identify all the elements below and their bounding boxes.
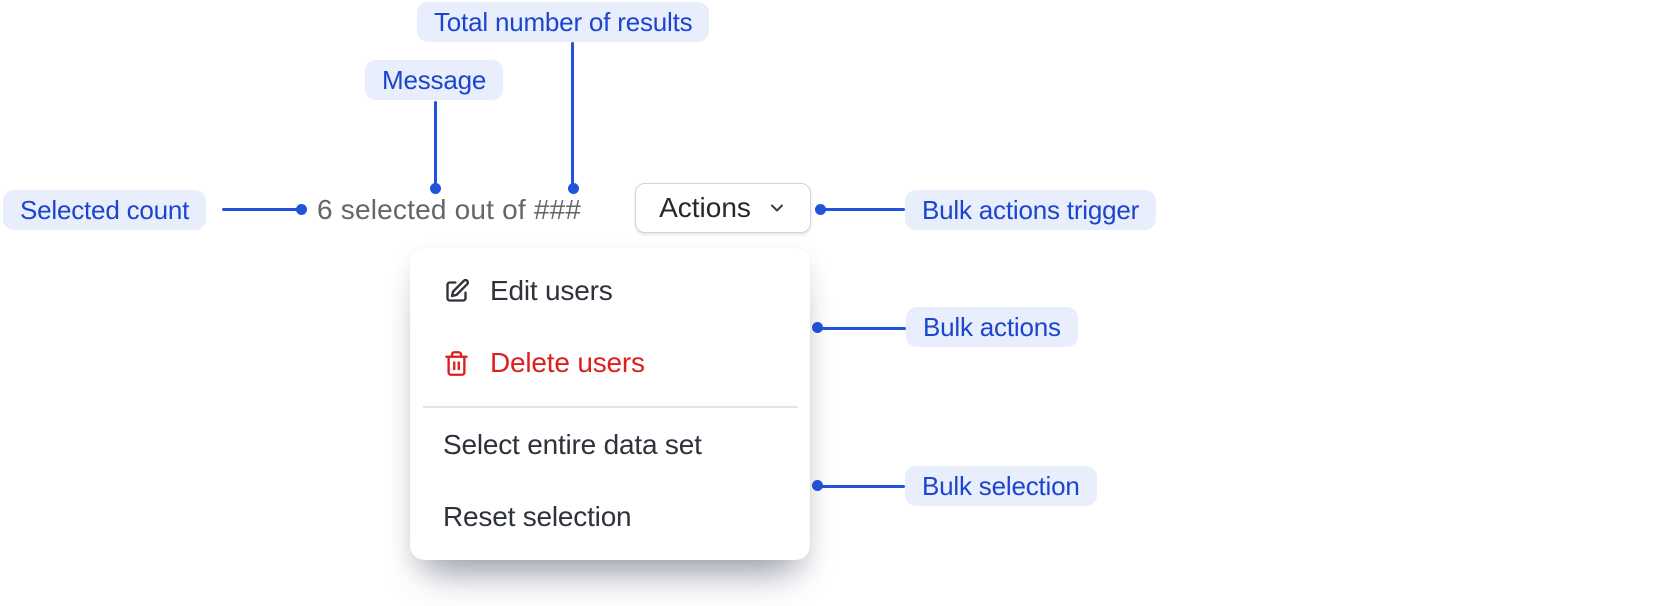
- connector-line-bulk-actions: [820, 327, 906, 330]
- connector-dot-bulk-actions: [812, 322, 823, 333]
- annotation-bulk-actions: Bulk actions: [906, 307, 1078, 347]
- connector-dot-message: [430, 183, 441, 194]
- connector-line-selected-count: [222, 208, 300, 211]
- annotation-bulk-selection: Bulk selection: [905, 466, 1097, 506]
- bulk-actions-menu: Edit users Delete users Select entire da…: [410, 248, 810, 560]
- menu-item-delete-users[interactable]: Delete users: [410, 327, 810, 399]
- connector-line-bulk-selection: [820, 485, 905, 488]
- selection-count-message: 6 selected out of ###: [317, 194, 582, 225]
- actions-button-label: Actions: [659, 192, 751, 223]
- trash-icon: [443, 350, 470, 377]
- menu-item-label: Edit users: [490, 275, 613, 306]
- menu-item-label: Select entire data set: [443, 429, 702, 460]
- connector-dot-total-results: [568, 183, 579, 194]
- annotation-bulk-actions-trigger: Bulk actions trigger: [905, 190, 1157, 230]
- menu-item-label: Delete users: [490, 347, 645, 378]
- bulk-actions-trigger-button[interactable]: Actions: [635, 183, 811, 233]
- connector-dot-selected-count: [296, 204, 307, 215]
- menu-item-select-entire-data-set[interactable]: Select entire data set: [410, 409, 810, 481]
- menu-item-label: Reset selection: [443, 501, 632, 532]
- annotation-selected-count: Selected count: [3, 190, 207, 230]
- connector-dot-bulk-selection: [812, 480, 823, 491]
- edit-icon: [443, 278, 470, 305]
- connector-line-message: [434, 101, 437, 186]
- annotation-total-number-of-results: Total number of results: [417, 2, 710, 42]
- menu-divider: [423, 406, 798, 408]
- menu-item-edit-users[interactable]: Edit users: [410, 255, 810, 327]
- chevron-down-icon: [767, 198, 787, 218]
- connector-line-bulk-actions-trigger: [823, 208, 905, 211]
- connector-dot-bulk-actions-trigger: [815, 204, 826, 215]
- connector-line-total-results: [571, 42, 574, 186]
- menu-item-reset-selection[interactable]: Reset selection: [410, 481, 810, 553]
- annotation-message: Message: [365, 60, 504, 100]
